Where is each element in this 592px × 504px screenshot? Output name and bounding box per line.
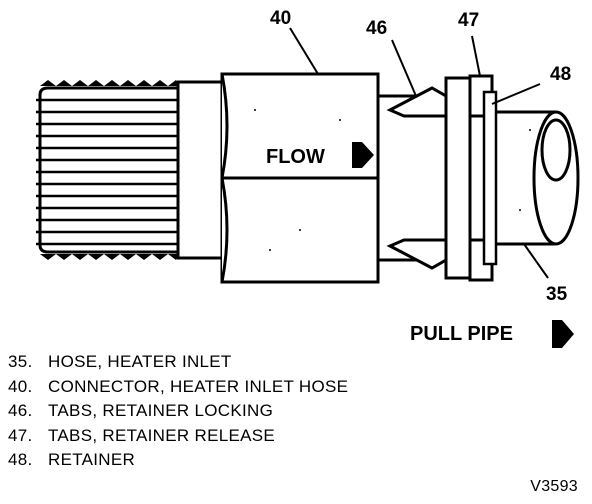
thread-ridges xyxy=(36,98,178,246)
callout-47: 47 xyxy=(458,10,479,31)
legend-text: RETAINER xyxy=(48,450,136,469)
flow-arrow-icon xyxy=(352,142,374,168)
legend-number: 48. xyxy=(8,450,33,469)
connector-neck xyxy=(376,94,450,262)
retainer-ring xyxy=(482,90,498,266)
figure-code: V3593 xyxy=(530,478,578,495)
legend-text: TABS, RETAINER RELEASE xyxy=(48,425,276,445)
callout-leaders xyxy=(289,27,549,279)
callout-40: 40 xyxy=(270,8,291,29)
legend-text: HOSE, HEATER INLET xyxy=(48,352,232,371)
callout-35: 35 xyxy=(546,284,568,305)
legend-number: 46. xyxy=(8,401,33,420)
legend-item: 35. HOSE, HEATER INLET xyxy=(8,350,448,375)
thread-teeth-top xyxy=(40,80,178,86)
legend-number: 35. xyxy=(8,352,33,371)
connector-hex-body xyxy=(220,72,380,284)
legend-item: 47. TABS, RETAINER RELEASE xyxy=(8,424,448,449)
hose-pipe xyxy=(496,110,580,246)
parts-legend: 35. HOSE, HEATER INLET 40. CONNECTOR, HE… xyxy=(8,350,448,473)
callout-46: 46 xyxy=(366,18,387,39)
texture-dots xyxy=(254,109,531,251)
legend-number: 40. xyxy=(8,376,33,396)
legend-item: 48. RETAINER xyxy=(8,448,448,473)
pull-arrow-icon xyxy=(552,320,574,348)
retainer-flange xyxy=(444,76,472,280)
legend-item: 40. CONNECTOR, HEATER INLET HOSE xyxy=(8,375,448,400)
connector-collar xyxy=(176,80,224,260)
legend-text: CONNECTOR, HEATER INLET HOSE xyxy=(48,376,349,396)
callout-48: 48 xyxy=(550,64,571,85)
flow-label: FLOW xyxy=(266,146,325,168)
legend-item: 46. TABS, RETAINER LOCKING xyxy=(8,399,448,424)
thread-teeth-bottom xyxy=(40,254,178,260)
legend-number: 47. xyxy=(8,425,33,445)
pull-pipe-label: PULL PIPE xyxy=(410,323,513,345)
legend-text: TABS, RETAINER LOCKING xyxy=(48,401,274,420)
